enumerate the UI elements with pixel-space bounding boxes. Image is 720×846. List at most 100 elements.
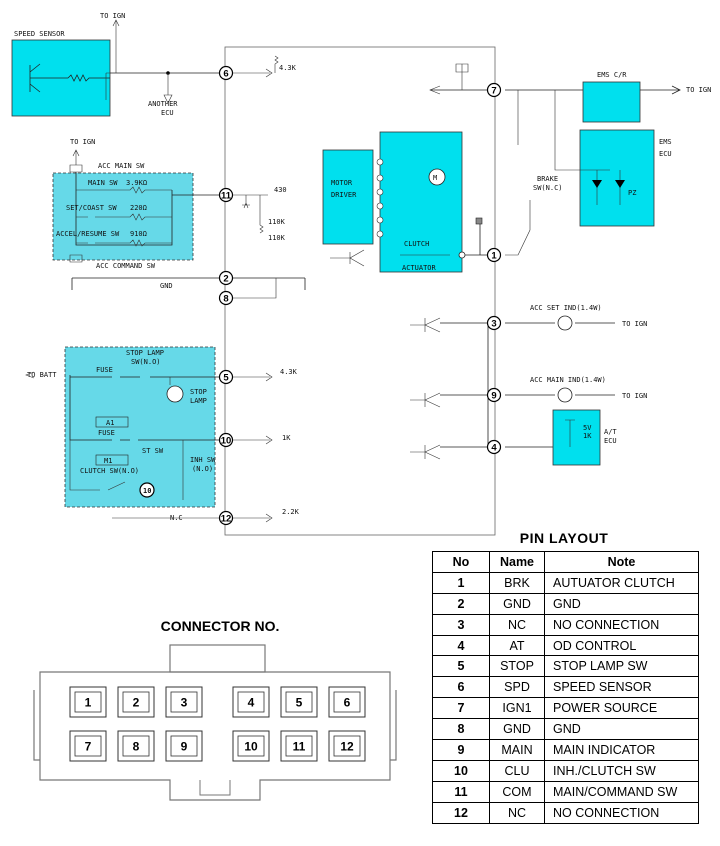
pz-label: PZ xyxy=(628,189,636,197)
stop-lamp-sw-label-2: SW(N.O) xyxy=(131,358,161,366)
connector-pin-inner xyxy=(285,691,313,713)
acc-main-ind-label: ACC MAIN IND(1.4W) xyxy=(530,376,606,384)
to-batt-label: TO BATT xyxy=(27,371,57,379)
set-coast-label: SET/COAST SW xyxy=(66,204,117,212)
connector-pin-inner xyxy=(333,735,361,757)
cell-note: NO CONNECTION xyxy=(544,801,699,824)
speed-sensor-label: SPEED SENSOR xyxy=(14,30,65,38)
pin-11-label: 11 xyxy=(221,191,232,202)
main-sw-label: MAIN SW xyxy=(88,179,118,187)
at-ecu-box xyxy=(552,409,601,466)
cell-name: GND xyxy=(489,718,545,741)
connector-pin-inner xyxy=(285,735,313,757)
connector-pin-inner xyxy=(74,691,102,713)
another-ecu-label-2: ECU xyxy=(161,109,174,117)
ems-cr-label: EMS C/R xyxy=(597,71,627,79)
at-ecu-label-1: A/T xyxy=(604,428,617,436)
cell-name: NC xyxy=(489,613,545,636)
r-1k-label: 1K xyxy=(282,434,291,442)
table-header-row: No Name Note xyxy=(432,551,699,573)
pin-circle-5 xyxy=(218,369,234,385)
another-ecu-label-1: ANOTHER xyxy=(148,100,178,108)
pin-circle-6 xyxy=(218,65,234,81)
pin-circle-2 xyxy=(218,270,234,286)
gnd-label: GND xyxy=(160,282,173,290)
cell-no: 1 xyxy=(432,571,490,594)
to-ign-set-label: TO IGN xyxy=(622,320,647,328)
connector-pin-inner xyxy=(237,735,265,757)
r-1k-at-label: 1K xyxy=(583,432,592,440)
r-5v-label: 5V xyxy=(583,424,592,432)
cell-no: 3 xyxy=(432,613,490,636)
cell-name: BRK xyxy=(489,571,545,594)
connector-pin-inner xyxy=(333,691,361,713)
connector-pin-label: 4 xyxy=(248,696,255,710)
clutch-sw-label: CLUTCH SW(N.O) xyxy=(80,467,139,475)
ems-ecu-label-1: EMS xyxy=(659,138,672,146)
pin-3-label: 3 xyxy=(491,319,496,330)
connector-pin-label: 10 xyxy=(244,740,258,754)
motor-driver-label-1: MOTOR xyxy=(331,179,353,187)
cell-note: INH./CLUTCH SW xyxy=(544,759,699,782)
inh-sw-label-1: INH SW xyxy=(190,456,216,464)
r-110k-a-label: 110K xyxy=(268,218,286,226)
to-ign-top-label: TO IGN xyxy=(100,12,125,20)
motor-m-label: M xyxy=(433,174,437,182)
fuse-a1-label: FUSE xyxy=(98,429,115,437)
pin-9-label: 9 xyxy=(491,391,496,402)
nc-label: N.C xyxy=(170,514,183,522)
cell-no: 6 xyxy=(432,676,490,699)
at-ecu-label-2: ECU xyxy=(604,437,617,445)
pin-circle-12 xyxy=(218,510,234,526)
cell-no: 8 xyxy=(432,718,490,741)
pin-circle-3 xyxy=(486,315,502,331)
pin-circle-7 xyxy=(486,82,502,98)
stop-label-1: STOP xyxy=(190,388,207,396)
connector-pin-label: 11 xyxy=(293,740,306,754)
pin-circle-4 xyxy=(486,439,502,455)
cell-name: IGN1 xyxy=(489,697,545,720)
r-220-label: 220Ω xyxy=(130,204,147,212)
connector-pin-label: 7 xyxy=(85,740,92,754)
cell-no: 12 xyxy=(432,801,490,824)
cell-name: SPD xyxy=(489,676,545,699)
connector-pin-inner xyxy=(122,735,150,757)
connector-pin-label: 8 xyxy=(133,740,140,754)
cell-note: STOP LAMP SW xyxy=(544,655,699,678)
fuse-label: FUSE xyxy=(96,366,113,374)
pin-12-label: 12 xyxy=(221,514,232,525)
r-4-3k-b-label: 4.3K xyxy=(280,368,298,376)
pin-10-ref: 10 xyxy=(143,487,151,495)
m1-label: M1 xyxy=(104,457,112,465)
pin-circle-11 xyxy=(218,187,234,203)
acc-set-ind-label: ACC SET IND(1.4W) xyxy=(530,304,602,312)
acc-main-sw-label: ACC MAIN SW xyxy=(98,162,145,170)
cell-name: COM xyxy=(489,780,545,803)
ems-ecu-label-2: ECU xyxy=(659,150,672,158)
ems-cr-box xyxy=(582,81,641,123)
cell-no: 9 xyxy=(432,739,490,761)
to-ign-ems-label: TO IGN xyxy=(686,86,711,94)
cell-note: AUTUATOR CLUTCH xyxy=(544,571,699,594)
pin-circle-8 xyxy=(218,290,234,306)
r-3-9k-label: 3.9KΩ xyxy=(126,179,147,187)
clutch-label: CLUTCH xyxy=(404,240,429,248)
connector-pin-label: 5 xyxy=(296,696,303,710)
motor-driver-box xyxy=(322,149,374,245)
cell-note: SPEED SENSOR xyxy=(544,676,699,699)
connector-pin-inner xyxy=(170,735,198,757)
cell-no: 2 xyxy=(432,592,490,615)
cell-no: 7 xyxy=(432,697,490,720)
pin-7-label: 7 xyxy=(491,86,496,97)
accel-resume-label: ACCEL/RESUME SW xyxy=(56,230,120,238)
connector-pin-label: 1 xyxy=(85,696,92,710)
cell-note: GND xyxy=(544,592,699,615)
connector-pin-inner xyxy=(74,735,102,757)
